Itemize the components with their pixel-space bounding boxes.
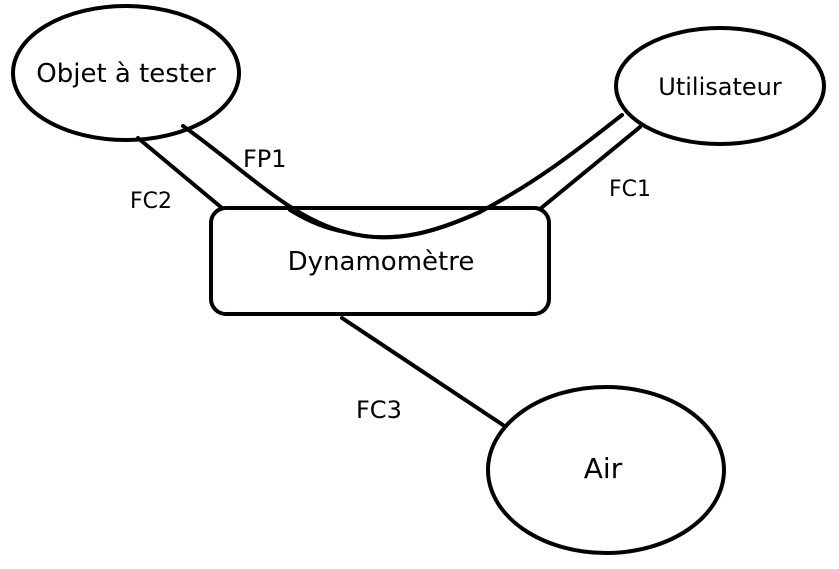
link-fc2-line <box>136 136 224 210</box>
node-air-ellipse <box>486 385 726 555</box>
node-air-label: Air <box>584 452 623 485</box>
node-objet-ellipse <box>11 4 241 142</box>
node-utilisateur-label: Utilisateur <box>658 73 782 101</box>
link-fc1-line <box>538 125 642 211</box>
node-objet-label: Objet à tester <box>36 59 216 89</box>
link-fc1-label: FC1 <box>609 177 651 202</box>
node-utilisateur-ellipse <box>614 26 826 146</box>
link-fc2-label: FC2 <box>130 189 172 214</box>
link-fc3-label: FC3 <box>356 396 402 424</box>
node-dynamometre-label: Dynamomètre <box>288 247 475 277</box>
link-fp1-line <box>181 113 624 240</box>
link-fp1-label: FP1 <box>243 145 287 173</box>
link-fp1-overlay <box>288 208 482 240</box>
node-dynamometre-box <box>209 206 551 316</box>
link-fc3-line <box>340 316 505 427</box>
